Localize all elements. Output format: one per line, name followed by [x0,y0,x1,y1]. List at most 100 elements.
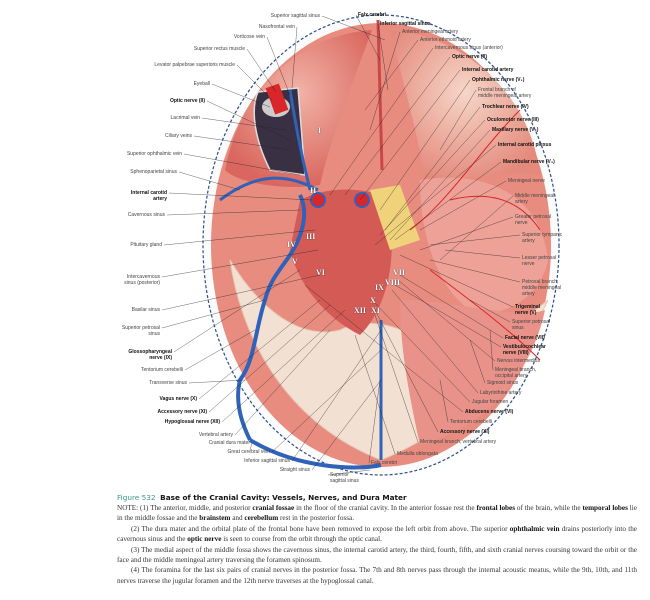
note-text: of the brain, while the [515,504,583,512]
label-inferior-sagittal-sinus: Inferior sagittal sinus [244,458,290,464]
leader-line [394,284,502,348]
leader-line [178,171,241,191]
leader-line [311,379,382,471]
leader-line [183,153,301,176]
label-falx-cerebri: Falx cerebri [371,460,398,466]
middle-meningeal-artery [409,109,541,361]
note-text: drains posteriorly into the cavernous si… [117,524,638,544]
label-internal-carotid-artery: Internal carotid artery [462,67,514,73]
note-paragraph: (3) The medial aspect of the middle foss… [117,545,637,566]
leader-line [266,36,291,96]
cranial-nerve-numeral-ix: IX [375,283,384,292]
leader-line [321,15,386,41]
leader-line [271,349,382,453]
label-superior-sagittal-sinus: Superior sagittal sinus [270,13,320,19]
internal-carotid-artery-right [354,192,370,208]
label-internal-carotid-plexus: Internal carotid plexus [498,142,552,148]
illustration-drawing [161,14,560,476]
leader-line [419,180,507,231]
leader-line [161,249,319,278]
label-internal-carotid-artery: Internal carotid artery [130,190,167,202]
internal-carotid-artery-left [310,192,326,208]
cranial-nerve-numeral-vii: VII [393,268,406,277]
label-transverse-sinus: Transverse sinus [149,380,187,386]
note-term: optic nerve [187,535,222,544]
leader-line [399,254,514,308]
leader-line [168,192,313,201]
leader-line [236,64,273,101]
label-trochlear-nerve-iv: Trochlear nerve (IV) [482,104,529,110]
leader-line [206,100,291,141]
falx-cerebri [376,19,384,171]
leader-line [291,26,298,89]
label-falx-cerebri: Falx cerebri [358,12,387,18]
label-middle-meningeal-artery: Middle meningeal artery [515,193,555,205]
leader-line [329,47,434,196]
leader-line [368,379,381,464]
leader-line [377,23,389,91]
leader-line [188,379,246,384]
label-superior-sagittal-sinus: Superior sagittal sinus [330,472,359,484]
label-mandibular-nerve-v: Mandibular nerve (V₃) [503,159,555,165]
superior-ophthalmic-vein [288,89,312,191]
cranial-nerve-numeral-iii: III [306,232,316,241]
leader-line [429,259,521,283]
figure-notes: NOTE: (1) The anterior, middle, and post… [117,503,637,586]
label-cranial-dura-mater: Cranial dura mater [208,440,250,446]
label-jugular-foramen: Jugular foramen [472,399,509,405]
note-paragraph: (2) The dura mater and the orbital plate… [117,524,637,545]
cranial-base-illustration [161,14,560,476]
leader-line [354,334,396,455]
note-text: (4) The foramina for the last six pairs … [117,566,637,585]
leader-line [384,106,481,231]
leader-line [249,442,253,451]
leader-line [304,284,464,413]
note-text: is seen to course from the orbit through… [221,535,382,544]
leader-line [166,209,301,216]
label-petrosal-branch-middle-meningeal-artery: Petrosal branch, middle meningeal artery [522,279,562,297]
label-vagus-nerve-x: Vagus nerve (X) [159,396,197,402]
figure-title: Base of the Cranial Cavity: Vessels, Ner… [160,493,407,502]
posterior-fossa-right-dura [400,300,545,445]
note-text: lie in the middle fossae and the [117,504,637,523]
sphenoparietal-sinus [219,176,319,202]
leader-line [193,135,291,151]
leader-line [391,289,479,394]
label-pituitary-gland: Pituitary gland [130,242,162,248]
leader-line [369,31,401,131]
note-paragraph: (4) The foramina for the last six pairs … [117,565,637,586]
label-ciliary-veins: Ciliary veins [165,133,192,139]
cranial-nerve-numeral-ii: II [310,186,317,195]
leader-line [184,329,256,371]
label-superior-rectus-muscle: Superior rectus muscle [193,46,245,52]
label-vestibulocochlear-nerve-viii: Vestibulocochlear nerve (VIII) [503,344,546,356]
label-accessory-nerve-xi: Accessory nerve (XI) [157,409,207,415]
leader-line [379,119,486,236]
note-text: (2) The dura mater and the orbital plate… [131,524,510,533]
label-frontal-branch-of-middle-meningeal-artery: Frontal branch of middle meningeal arter… [478,87,532,99]
leader-line [364,39,419,111]
label-optic-nerve-ii: Optic nerve (II) [452,54,488,60]
note-text: and [230,514,245,523]
figure-number: Figure 532 [117,493,156,502]
note-term: temporal lobes [582,504,628,512]
label-anterior-ethmoid-artery: Anterior ethmoid artery [420,37,471,43]
cranial-nerve-numeral-iv: IV [287,240,296,249]
figure-heading: Figure 532 Base of the Cranial Cavity: V… [117,492,637,503]
leader-line [208,304,331,413]
cranial-nerve-numeral-v: V [292,257,298,266]
label-intercavernous-sinus-anterior: Intercavernous sinus (anterior) [435,45,503,51]
leader-line [344,56,451,196]
leader-lines [161,14,521,476]
cranial-nerve-numeral-xi: XI [371,306,380,315]
leader-line [374,314,419,443]
cranial-nerve-numeral-viii: VIII [385,278,401,287]
note-text: NOTE: (1) The anterior, middle, and post… [117,504,253,512]
cranial-nerve-numeral-xii: XII [354,306,367,315]
label-straight-sinus: Straight sinus [279,467,310,473]
note-term: cerebellum [244,514,279,523]
label-trigeminal-nerve-v: Trigeminal nerve (V) [515,304,541,316]
label-levator-palpebrae-superioris-muscle: Levator palpebrae superioris muscle [154,62,235,68]
leader-line [439,89,477,151]
leader-line [374,144,497,246]
